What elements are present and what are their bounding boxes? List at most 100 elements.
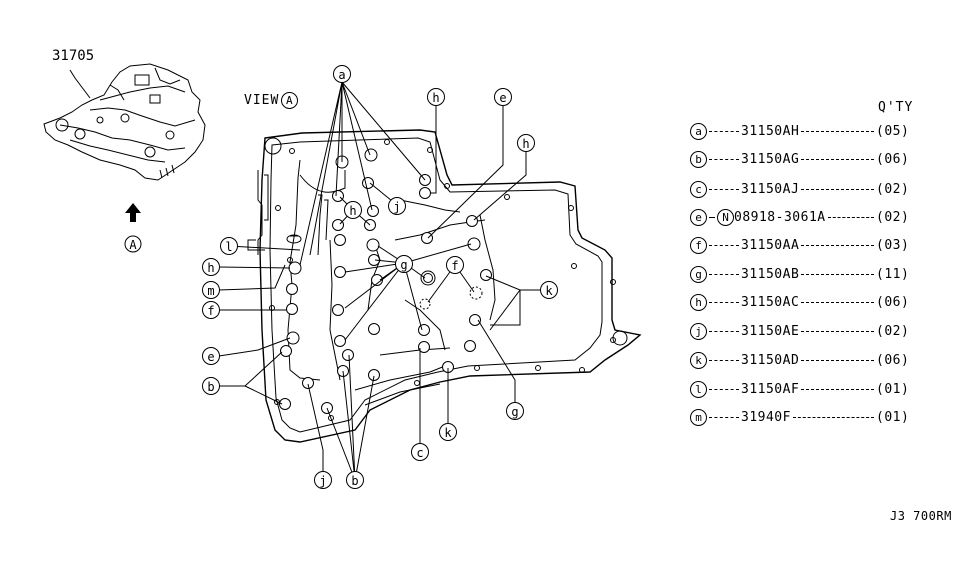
leader-dash [709,158,739,160]
bolt [368,323,380,335]
svg-text:f: f [451,259,458,273]
callout-g-center: g [395,255,413,273]
legend-quantity: (05) [876,123,910,139]
leader-dash [709,216,715,218]
callout-j-upper: j [388,197,406,215]
legend-quantity: (03) [876,237,910,253]
assembly-part-number: 31705 [52,48,95,64]
svg-text:h: h [432,91,439,105]
hidden-plug [419,298,431,310]
valve-body-assembly-illustration [43,63,206,181]
svg-text:e: e [207,350,214,364]
view-label: VIEW A [244,92,299,109]
callout-e-top: e [494,88,512,106]
leader-dash [709,244,739,246]
qty-header: Q'TY [878,100,914,115]
legend-quantity: (02) [876,181,910,197]
leader-dash [801,301,874,303]
svg-text:m: m [207,284,214,298]
legend-key-badge: m [690,408,707,426]
leader-dash [827,216,874,218]
svg-text:c: c [416,446,423,460]
leader-dash [792,416,874,418]
leader-dash [801,130,874,132]
leader-dash [801,273,874,275]
view-label-text: VIEW [244,93,280,108]
svg-text:j: j [393,200,400,214]
legend-quantity: (11) [876,266,910,282]
svg-text:l: l [225,240,232,254]
reference-code: J3 700RM [890,509,952,523]
svg-text:a: a [338,68,345,82]
leader-dash [709,301,739,303]
legend-part-number: 31150AB [741,266,800,282]
leader-dash [709,273,739,275]
leader-dash [709,416,739,418]
callout-h-middle: h [344,201,362,219]
bolt [342,349,354,361]
leader-dash [801,330,874,332]
callout-m-left: m [202,281,220,299]
svg-text:g: g [511,405,518,419]
callout-b-left: b [202,377,220,395]
callout-k-right: k [540,281,558,299]
callout-b-lower: b [346,471,364,489]
leader-dash [709,359,739,361]
legend-key-badge: f [690,236,707,254]
leader-dash [709,388,739,390]
legend-key-badge: j [690,322,707,340]
bolt [467,237,481,251]
bolt [464,340,476,352]
leader-dash [801,244,874,246]
legend-quantity: (06) [876,151,910,167]
callouts: a h e h j h g f k g k c b j l h m f e b [202,65,558,489]
callout-j-lower: j [314,471,332,489]
legend-item-f: f 31150AA (03) [690,234,909,256]
legend-quantity: (06) [876,294,910,310]
leader-lines [218,81,549,481]
callout-e-left: e [202,347,220,365]
bolt [421,232,433,244]
legend-key-badge: b [690,150,707,168]
view-arrow-icon [125,203,141,222]
view-label-marker: A [281,92,299,109]
legend-quantity: (06) [876,352,910,368]
svg-text:b: b [207,380,214,394]
bolt [332,219,344,231]
bolt [286,331,300,345]
bolt [279,398,291,410]
bolt [418,324,430,336]
callout-g-lower: g [506,402,524,420]
bolt [332,190,344,202]
bolt [364,148,378,162]
leader-dash [801,188,874,190]
hidden-plug [469,286,483,300]
bolt [418,341,430,353]
svg-text:h: h [349,204,356,218]
callout-c-lower: c [411,443,429,461]
svg-text:b: b [351,474,358,488]
legend-part-number: 31150AF [741,381,800,397]
callout-a: a [333,65,351,83]
valve-body-plate [247,129,642,443]
bolt [302,377,314,389]
bolt [480,269,492,281]
bolt [368,369,380,381]
legend-prefix-badge: N [717,208,734,226]
bolt [280,345,292,357]
legend-key-badge: l [690,380,707,398]
legend-part-number: 31150AA [741,237,800,253]
bolt [469,314,481,326]
svg-text:e: e [499,91,506,105]
bolt [362,177,374,189]
bolt [286,303,298,315]
legend-key-badge: c [690,180,707,198]
leader-dash [709,188,739,190]
legend-key-badge: k [690,351,707,369]
